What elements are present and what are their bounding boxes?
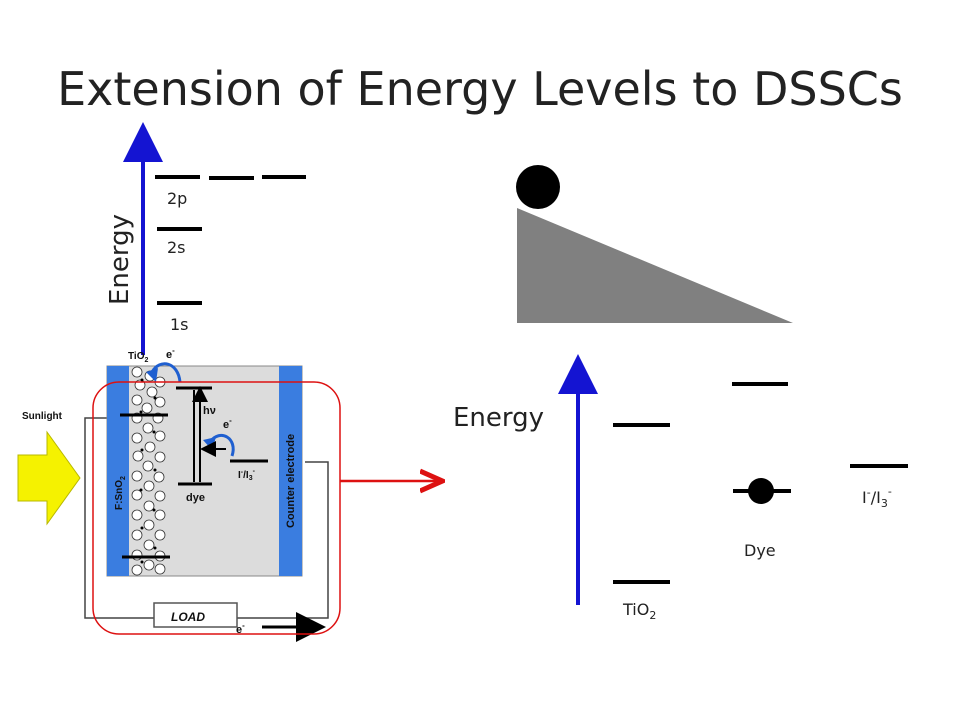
dye-label: Dye: [744, 541, 776, 560]
ball-on-ramp: [516, 165, 793, 323]
dye-electron: [748, 478, 774, 504]
cell-tio2-label: TiO2: [128, 351, 148, 364]
fto-electrode: [107, 366, 129, 576]
redox-label: I-/I3-: [862, 485, 892, 510]
sunlight-arrow: [17, 430, 81, 526]
level-label-1s: 1s: [170, 315, 189, 334]
dssc-energy-diagram: Energy TiO2 Dye I-/I3-: [453, 354, 908, 622]
level-label-2p: 2p: [167, 189, 187, 208]
injection-arrow-head: [146, 368, 158, 382]
load-label: LOAD: [171, 610, 205, 624]
counter-electrode: [279, 366, 302, 576]
ramp: [517, 208, 793, 323]
dye-dots: [139, 378, 157, 564]
fto-label: F:SnO2: [114, 476, 127, 510]
hv-label: hν: [203, 405, 216, 417]
cell-electron-label-top: e-: [166, 346, 175, 361]
dssc-energy-label: Energy: [453, 403, 544, 433]
dssc-schematic: TiO2 e- hν e- dye I-/I3- F:SnO2 Counter …: [17, 346, 341, 642]
circuit-electron-label: e-: [236, 621, 245, 636]
counter-electrode-label: Counter electrode: [285, 434, 297, 528]
load-box: [153, 602, 238, 628]
cell-dye-label: dye: [186, 492, 205, 504]
tio2-label: TiO2: [622, 600, 656, 622]
level-label-2s: 2s: [167, 238, 186, 257]
cell-electron-label-mid: e-: [223, 416, 232, 431]
atomic-energy-label: Energy: [105, 214, 135, 305]
atomic-energy-diagram: Energy 2p 2s 1s: [105, 122, 306, 355]
sunlight-label: Sunlight: [22, 411, 63, 422]
highlight-box: [92, 381, 341, 635]
ball: [516, 165, 560, 209]
cell-redox-label: I-/I3-: [238, 468, 256, 482]
tio2-particles: [131, 366, 166, 576]
page-title: Extension of Energy Levels to DSSCs: [57, 62, 903, 116]
